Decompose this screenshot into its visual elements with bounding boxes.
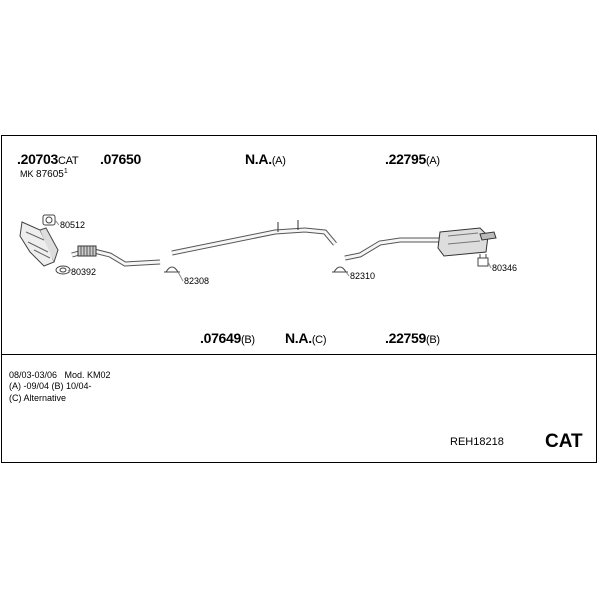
part-number: .07649 xyxy=(200,330,242,346)
part-label-22759: .22759(B) xyxy=(385,331,440,346)
mk-mark: 1 xyxy=(63,168,68,175)
part-label-na-a: N.A.(A) xyxy=(245,152,286,167)
cat-label: CAT xyxy=(545,431,583,452)
part-number: .22759 xyxy=(385,330,427,346)
middle-pipe xyxy=(171,220,337,256)
part-number: N.A. xyxy=(285,330,312,346)
part-suffix: (B) xyxy=(241,334,255,346)
callout-80392: 80392 xyxy=(71,267,97,277)
clamp-82310 xyxy=(332,266,348,273)
part-number: .20703 xyxy=(17,151,59,167)
callout-80512: 80512 xyxy=(60,220,86,230)
note-line-alternative: (C) Alternative xyxy=(9,392,67,403)
note-line-model: 08/03-03/06 Mod. KM02 xyxy=(9,370,111,380)
part-sub-label-mk: MK 876051 xyxy=(20,168,68,180)
part-label-20703: .20703CAT xyxy=(17,151,79,167)
gasket-80512 xyxy=(42,214,56,226)
part-label-07650: .07650 xyxy=(100,152,141,166)
note-line-dates: (A) -09/04 (B) 10/04- xyxy=(9,381,92,392)
part-label-07649: .07649(B) xyxy=(200,331,255,346)
part-number: .07650 xyxy=(100,151,142,167)
front-pipe xyxy=(71,245,161,267)
clamp-82308 xyxy=(164,266,180,273)
diagram-frame xyxy=(1,135,597,463)
part-label-22795: .22795(A) xyxy=(385,152,440,167)
mk-value: 87605 xyxy=(36,169,64,180)
part-suffix: CAT xyxy=(58,155,79,167)
part-number: .22795 xyxy=(385,151,427,167)
part-suffix: (C) xyxy=(311,334,327,346)
section-divider xyxy=(1,354,597,355)
part-number: N.A. xyxy=(245,151,272,167)
part-suffix: (A) xyxy=(426,155,440,167)
part-suffix: (A) xyxy=(271,155,286,167)
gasket-80392 xyxy=(55,265,71,275)
part-suffix: (B) xyxy=(426,334,440,346)
callout-82310: 82310 xyxy=(350,271,376,281)
rear-pipe xyxy=(344,237,440,261)
part-label-na-c: N.A.(C) xyxy=(285,331,326,346)
rear-silencer xyxy=(437,227,497,257)
mk-prefix: MK xyxy=(20,169,34,179)
catalytic-converter xyxy=(19,221,59,267)
callout-82308: 82308 xyxy=(184,276,210,286)
callout-80346: 80346 xyxy=(492,263,518,273)
mount-80346 xyxy=(477,254,489,267)
notes-block: 08/03-03/06 Mod. KM02 (A) -09/04 (B) 10/… xyxy=(9,370,111,404)
reference-number: REH18218 xyxy=(450,436,504,448)
